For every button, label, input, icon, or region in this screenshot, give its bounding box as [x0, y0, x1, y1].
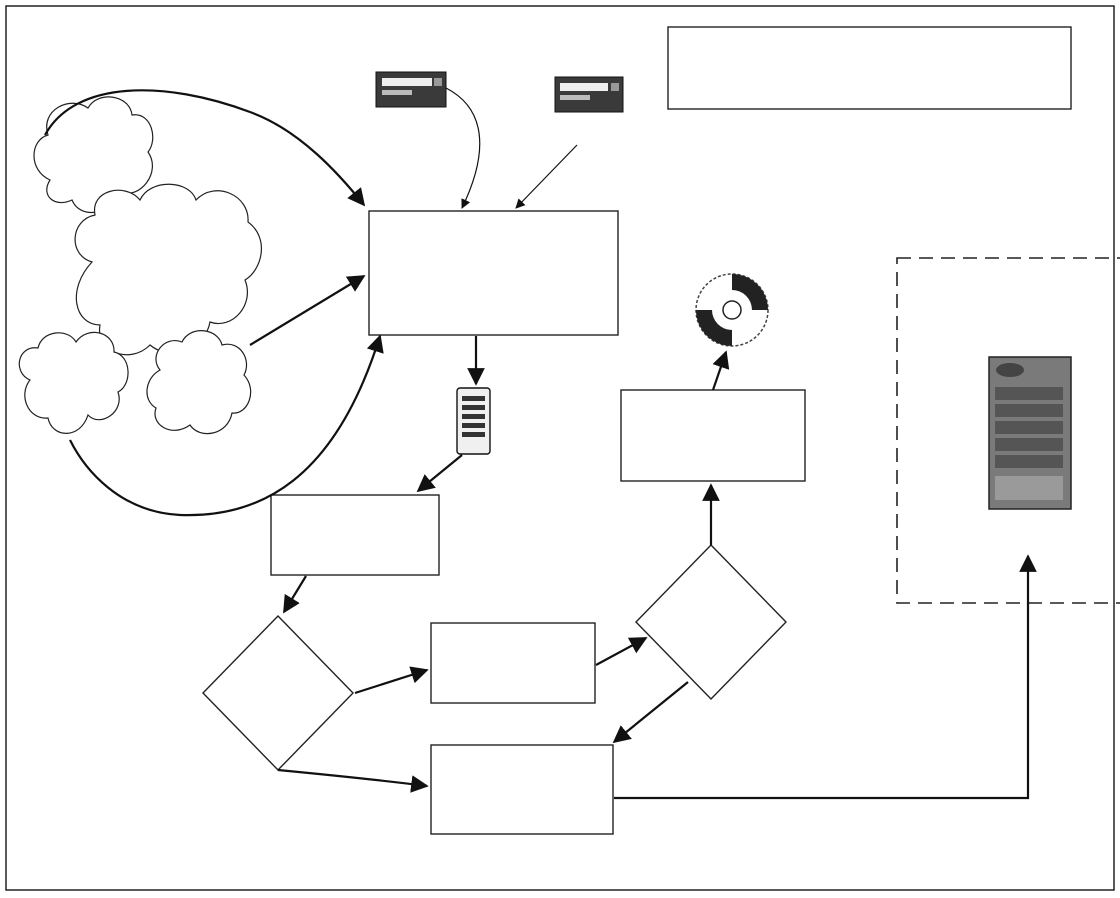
connector-cloud-middle — [250, 276, 364, 345]
connector-storage-box — [418, 455, 462, 491]
connector-box-decision1 — [284, 576, 306, 612]
central-box — [369, 211, 618, 335]
connector-device-1 — [446, 88, 480, 208]
bottom-box — [431, 745, 613, 834]
connector-device-2 — [516, 145, 577, 208]
box-after-storage — [271, 495, 439, 575]
connector-decision1-process — [355, 670, 427, 693]
storage-server-icon — [457, 388, 490, 454]
device-icon — [376, 72, 446, 107]
connector-disc-box-disc — [713, 352, 726, 390]
cloud-icon — [19, 97, 261, 434]
top-right-box — [668, 27, 1071, 109]
disc-output-box — [621, 390, 805, 481]
connector-decision2-bottom — [614, 682, 688, 742]
process-box — [431, 623, 595, 703]
optical-disc-icon — [696, 274, 768, 346]
decision-2 — [636, 545, 786, 699]
decision-1 — [203, 616, 353, 770]
connector-process-decision2 — [596, 638, 646, 665]
connector-decision1-bottom — [278, 770, 427, 786]
handheld-device-icon — [989, 357, 1071, 509]
device-icon — [555, 77, 623, 112]
